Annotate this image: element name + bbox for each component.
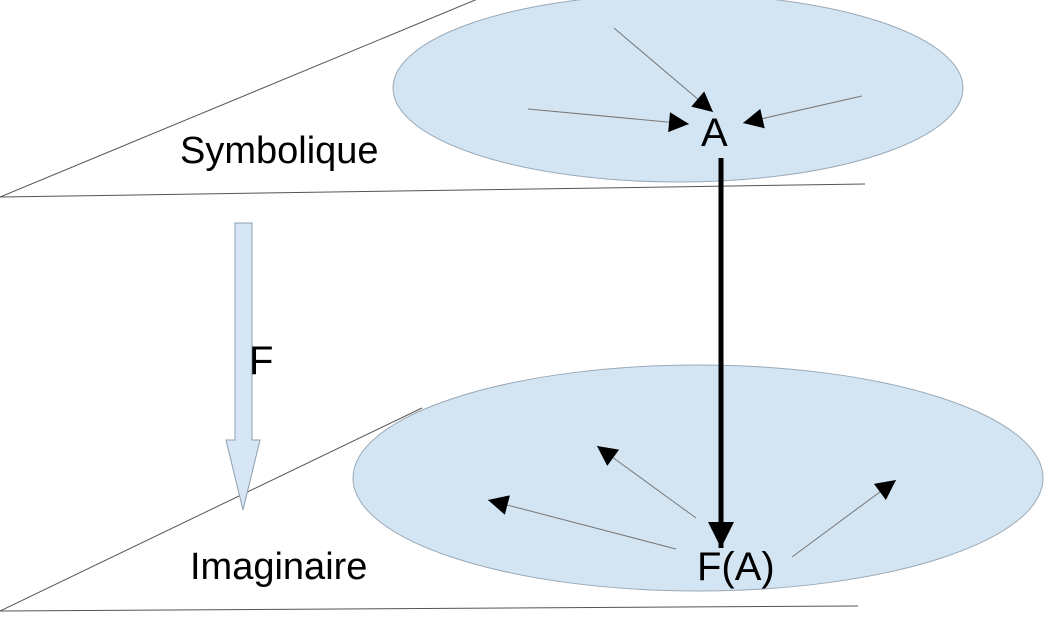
imaginary-node-fa: F(A) (697, 545, 775, 589)
incoming-arrow-left (527, 108, 690, 133)
f-mapping-arrow: F (225, 222, 273, 511)
imaginary-ellipse (352, 364, 1044, 592)
symbolic-plane-bottom-edge (0, 183, 866, 198)
f-arrow-label: F (249, 339, 273, 383)
outgoing-arrow-up-right (791, 479, 897, 558)
symbolic-plane-top-edge (0, 0, 477, 198)
incoming-arrow-right (742, 95, 863, 129)
incoming-arrow-top (613, 27, 714, 113)
f-arrow-shape (225, 222, 261, 511)
imaginary-plane-bottom-edge (0, 605, 859, 612)
symbolic-plane-label: Symbolique (180, 130, 379, 172)
symbolic-plane: Symbolique (0, 0, 964, 198)
imaginary-plane-top-edge (0, 407, 423, 612)
symbolic-node-a: A (701, 111, 728, 155)
symbolic-ellipse (392, 0, 964, 183)
outgoing-arrow-left (487, 495, 677, 550)
outgoing-arrow-up-left (596, 445, 697, 519)
imaginary-plane: Imaginaire (0, 364, 1044, 612)
imaginary-plane-label: Imaginaire (190, 546, 367, 588)
